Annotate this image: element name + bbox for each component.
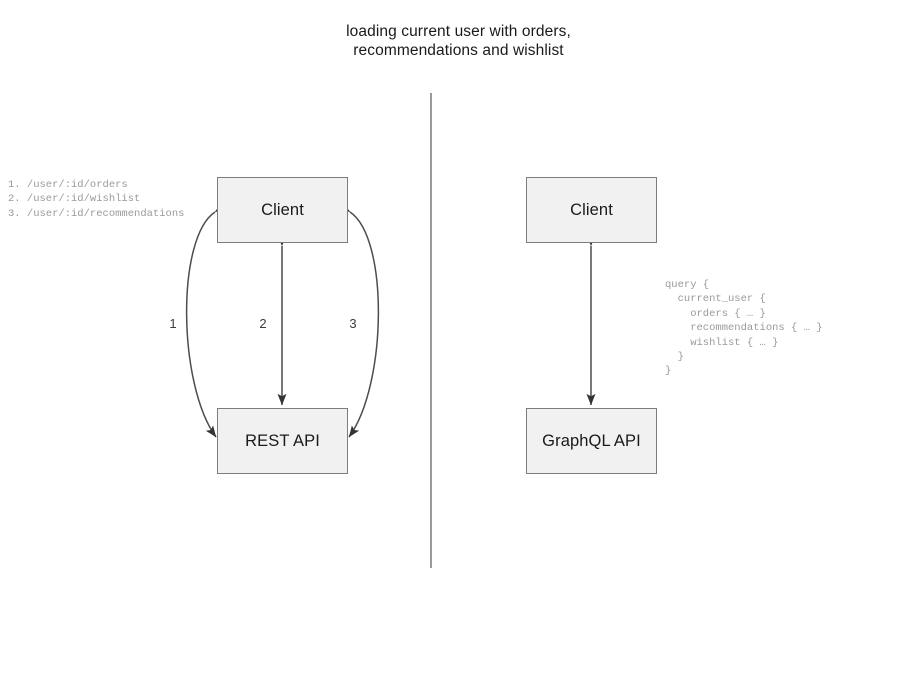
node-graphql-api[interactable]: GraphQL API: [526, 408, 657, 474]
node-client-graphql[interactable]: Client: [526, 177, 657, 243]
rest-endpoint-list: 1. /user/:id/orders 2. /user/:id/wishlis…: [8, 179, 185, 220]
edge-rest-1: [185, 202, 227, 438]
graphql-query-block: query { current_user { orders { … } reco…: [665, 279, 823, 378]
edge-label-3: 3: [349, 316, 357, 331]
edge-label-1: 1: [169, 316, 177, 331]
node-rest-api[interactable]: REST API: [217, 408, 348, 474]
page-title: loading current user with orders, recomm…: [346, 23, 571, 59]
node-client-rest[interactable]: Client: [217, 177, 348, 243]
edge-label-2: 2: [259, 316, 267, 331]
